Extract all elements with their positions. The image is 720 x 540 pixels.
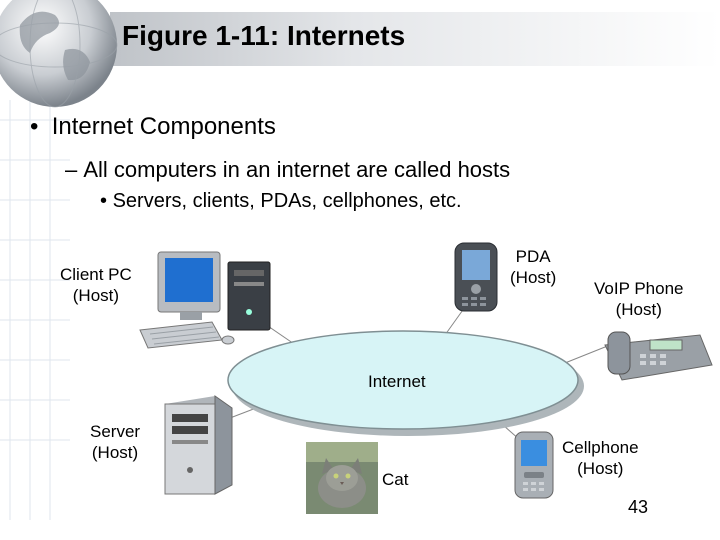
cat-label: Cat bbox=[382, 470, 409, 489]
bullet-marker: • bbox=[30, 113, 39, 140]
bullet-text: Internet Components bbox=[51, 113, 276, 140]
title-bar bbox=[110, 12, 720, 66]
bullet-marker: – bbox=[65, 157, 78, 182]
bullet-text: Servers, clients, PDAs, cellphones, etc. bbox=[112, 190, 462, 212]
bullet-level-2: – All computers in an internet are calle… bbox=[65, 157, 510, 183]
server-label: Server (Host) bbox=[90, 422, 141, 462]
bullet-level-3: • Servers, clients, PDAs, cellphones, et… bbox=[100, 190, 462, 213]
page-number: 43 bbox=[628, 497, 649, 517]
voip-phone-icon bbox=[604, 331, 713, 381]
link-voip bbox=[559, 344, 611, 366]
pda-icon bbox=[454, 242, 498, 312]
client-pc-icon bbox=[139, 251, 271, 349]
globe-icon bbox=[0, 0, 118, 108]
pda-label: PDA (Host) bbox=[510, 247, 557, 287]
internet-cloud bbox=[227, 330, 579, 430]
cellphone-icon bbox=[514, 431, 554, 499]
client-pc-label: Client PC (Host) bbox=[60, 265, 132, 305]
bullet-level-1: • Internet Components bbox=[30, 113, 276, 141]
server-icon bbox=[164, 395, 233, 495]
cat-photo bbox=[306, 442, 378, 514]
bullet-text: All computers in an internet are called … bbox=[83, 157, 511, 182]
slide-title: Figure 1-11: Internets bbox=[122, 20, 406, 51]
grid-background bbox=[0, 100, 70, 520]
cellphone-label: Cellphone (Host) bbox=[562, 438, 639, 478]
internet-cloud-label: Internet bbox=[368, 372, 426, 391]
bullet-marker: • bbox=[100, 190, 108, 212]
voip-phone-label: VoIP Phone (Host) bbox=[594, 279, 684, 319]
